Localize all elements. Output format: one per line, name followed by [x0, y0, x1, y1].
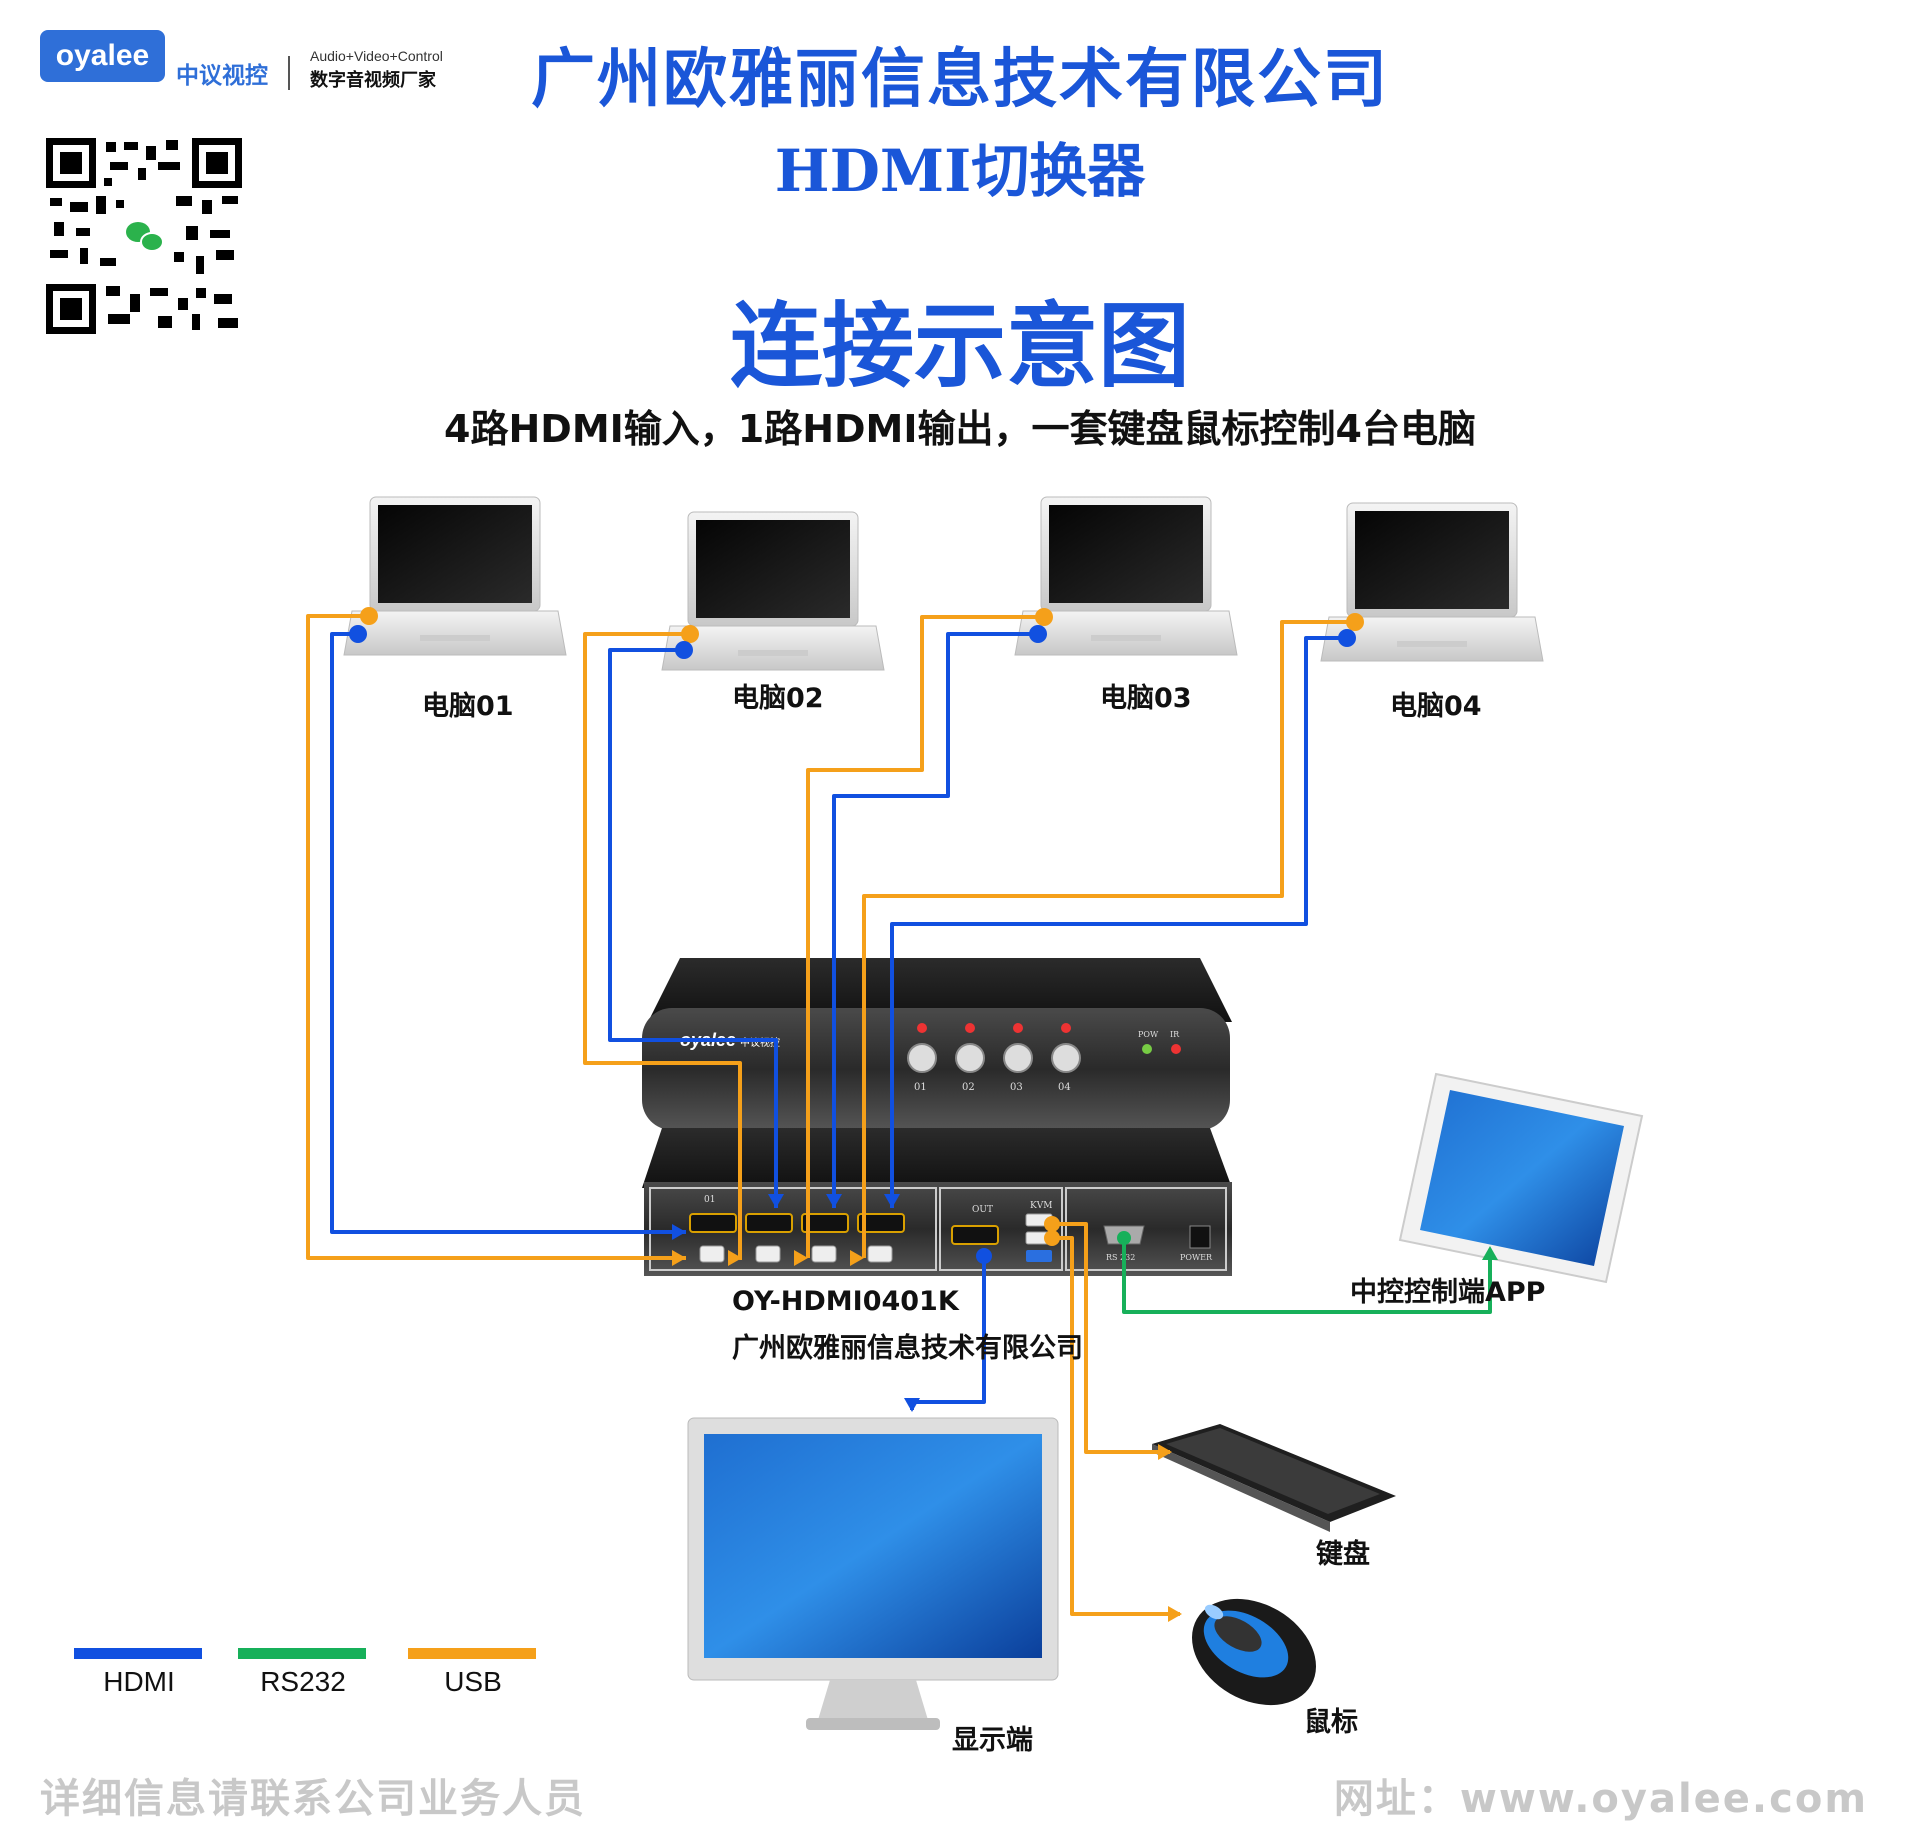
- keyboard-icon: [1152, 1424, 1396, 1532]
- switcher-front-panel: oyalee 中议视控 01 02 03 04 POW IR: [642, 958, 1232, 1130]
- laptop-04-icon: [1320, 502, 1544, 662]
- footer-website[interactable]: 网址：www.oyalee.com: [1333, 1776, 1868, 1822]
- legend-label-rs232: RS232: [260, 1666, 346, 1697]
- brand-tagline-en: Audio+Video+Control: [310, 48, 443, 64]
- label-pc-02: 电脑02: [732, 683, 824, 714]
- brand-tagline-cn: 数字音视频厂家: [310, 70, 436, 91]
- diagram-title: 连接示意图: [729, 293, 1190, 400]
- rs232-lines: [1122, 1238, 1492, 1314]
- legend-swatch-hdmi: [74, 1648, 202, 1659]
- legend-label-hdmi: HDMI: [103, 1666, 175, 1697]
- laptop-01-icon: [343, 496, 567, 656]
- connector-markers: [349, 607, 1498, 1622]
- rear-power-label: POWER: [1180, 1253, 1213, 1262]
- tablet-icon: [1398, 1072, 1644, 1284]
- device-button-label-04: 04: [1058, 1082, 1071, 1093]
- label-mouse: 鼠标: [1304, 1707, 1358, 1738]
- laptop-03-icon: [1014, 496, 1238, 656]
- legend-swatch-rs232: [238, 1648, 366, 1659]
- device-button-label-02: 02: [962, 1082, 975, 1093]
- device-led-label-pow: POW: [1138, 1030, 1159, 1039]
- diagram-subtitle: 4路HDMI输入，1路HDMI输出，一套键盘鼠标控制4台电脑: [444, 407, 1476, 451]
- hdmi-lines: [330, 632, 1347, 1410]
- label-pc-03: 电脑03: [1100, 683, 1192, 714]
- legend-label-usb: USB: [444, 1666, 502, 1697]
- device-button-label-03: 03: [1010, 1082, 1023, 1093]
- product-title: HDMI切换器: [774, 137, 1146, 205]
- rear-out-label: OUT: [972, 1205, 993, 1215]
- footer-contact: 详细信息请联系公司业务人员: [40, 1776, 586, 1822]
- rear-rs232-label: RS 232: [1106, 1253, 1135, 1262]
- device-button-label-01: 01: [914, 1082, 927, 1093]
- label-pc-01: 电脑01: [422, 691, 514, 722]
- brand-name-cn: 中议视控: [176, 62, 268, 89]
- device-model: OY-HDMI0401K: [732, 1286, 959, 1317]
- label-display: 显示端: [952, 1725, 1033, 1756]
- usb-lines: [306, 614, 1355, 1616]
- legend-swatch-usb: [408, 1648, 536, 1659]
- device-maker: 广州欧雅丽信息技术有限公司: [732, 1333, 1083, 1364]
- label-app: 中控控制端APP: [1350, 1277, 1546, 1308]
- label-pc-04: 电脑04: [1390, 691, 1482, 722]
- mouse-icon: [1192, 1598, 1316, 1706]
- brand-logo: oyalee: [40, 30, 165, 82]
- rear-in-label: 01: [704, 1195, 715, 1205]
- brand-separator: [288, 56, 290, 90]
- qr-code-icon: [46, 138, 242, 334]
- device-button-group: [907, 1023, 1081, 1073]
- rear-kvm-label: KVM: [1030, 1201, 1052, 1211]
- device-led-label-ir: IR: [1170, 1030, 1180, 1039]
- laptop-02-icon: [661, 511, 885, 671]
- company-title: 广州欧雅丽信息技术有限公司: [531, 42, 1389, 117]
- label-keyboard: 键盘: [1316, 1539, 1370, 1570]
- monitor-icon: [687, 1417, 1059, 1730]
